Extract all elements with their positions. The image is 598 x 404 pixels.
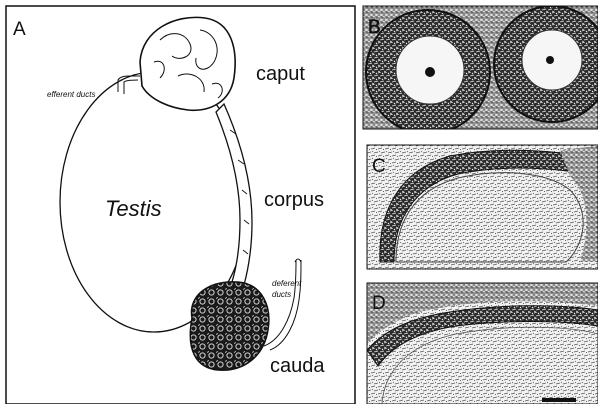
- panel-d-letter: D: [372, 293, 386, 314]
- caput-label: caput: [256, 63, 305, 85]
- caput-shape: [140, 17, 235, 110]
- scale-bar: [542, 398, 576, 402]
- panel-c-letter: C: [372, 156, 386, 177]
- panel-a-letter: A: [13, 19, 26, 40]
- panel-d: D: [367, 283, 598, 404]
- panel-b: B: [363, 6, 598, 134]
- panel-c: C: [367, 145, 598, 269]
- deferent-ducts-label-line1: deferent: [272, 279, 302, 288]
- cauda-label: cauda: [270, 355, 325, 377]
- corpus-label: corpus: [264, 189, 324, 211]
- panel-a: A Testis efferent ducts caput corpus cau…: [6, 6, 355, 404]
- panel-b-letter: B: [368, 17, 381, 38]
- testis-label: Testis: [105, 196, 162, 221]
- efferent-ducts-label: efferent ducts: [47, 90, 95, 99]
- deferent-ducts-label-line2: ducts: [272, 290, 291, 299]
